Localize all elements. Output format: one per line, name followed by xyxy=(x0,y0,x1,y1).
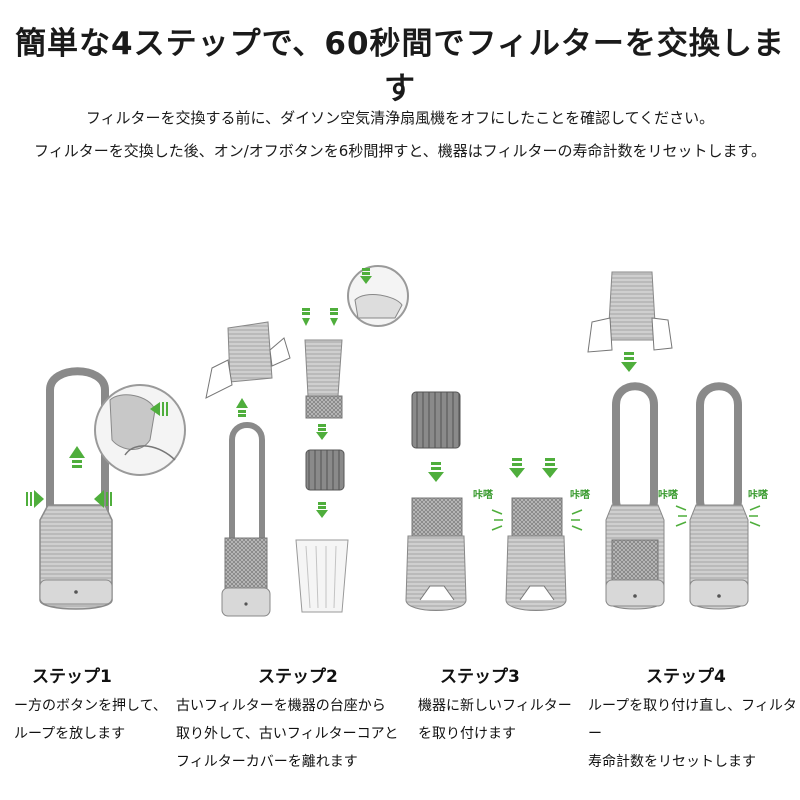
filter-core xyxy=(305,449,345,491)
step2-arrow-down-2-icon xyxy=(316,502,328,518)
intro-line-1: フィルターを交換する前に、ダイソン空気清浄扇風機をオフにしたことを確認してくださ… xyxy=(85,109,715,127)
intro-line-2: フィルターを交換した後、オン/オフボタンを6秒間押すと、機器はフィルターの寿命計… xyxy=(34,142,766,160)
step1-illustration xyxy=(26,367,186,610)
step2-arrow-down-1-icon xyxy=(316,424,328,440)
removed-loop xyxy=(227,321,273,383)
click-label: 咔嗒 xyxy=(658,490,678,501)
step3-desc: 機器に新しいフィルター を取り付けます xyxy=(418,698,572,742)
step3-arrows-down-icon xyxy=(509,458,558,478)
step2-title: ステップ2 xyxy=(258,667,338,687)
click-label: 咔嗒 xyxy=(570,490,590,501)
push-arrow-left-icon xyxy=(26,490,44,508)
push-arrow-right-icon xyxy=(94,490,112,508)
lift-arrow-up-icon xyxy=(69,446,85,468)
zoom-push-arrow-icon xyxy=(150,402,168,416)
step4-illustration xyxy=(587,271,761,610)
step4-title: ステップ4 xyxy=(646,667,726,687)
old-filter xyxy=(224,537,268,589)
new-filter-core xyxy=(411,391,461,449)
loop-to-attach xyxy=(607,271,657,341)
step2-arrow-up-icon xyxy=(236,398,248,417)
step3-title: ステップ3 xyxy=(440,667,520,687)
step2-illustration xyxy=(205,265,409,617)
step3-illustration xyxy=(405,391,583,611)
step2-desc: 古いフィルターを機器の台座から 取り外して、古いフィルターコアと フィルターカバ… xyxy=(176,698,399,770)
step1-title: ステップ1 xyxy=(32,667,112,687)
click-label: 咔嗒 xyxy=(473,490,493,501)
step1-desc: ー方のボタンを押して、 ループを放します xyxy=(14,698,167,742)
step3-arrow-down-icon xyxy=(428,462,444,482)
page-title: 簡単な4ステップで、60秒間でフィルターを交換します xyxy=(15,26,785,107)
step2-arrows-down-icon xyxy=(302,308,338,326)
filter-cover xyxy=(295,539,349,613)
click-label: 咔嗒 xyxy=(748,490,768,501)
step4-desc: ループを取り付け直し、フィルター 寿命計数をリセットします xyxy=(588,698,797,770)
step4-arrow-down-icon xyxy=(621,352,637,372)
